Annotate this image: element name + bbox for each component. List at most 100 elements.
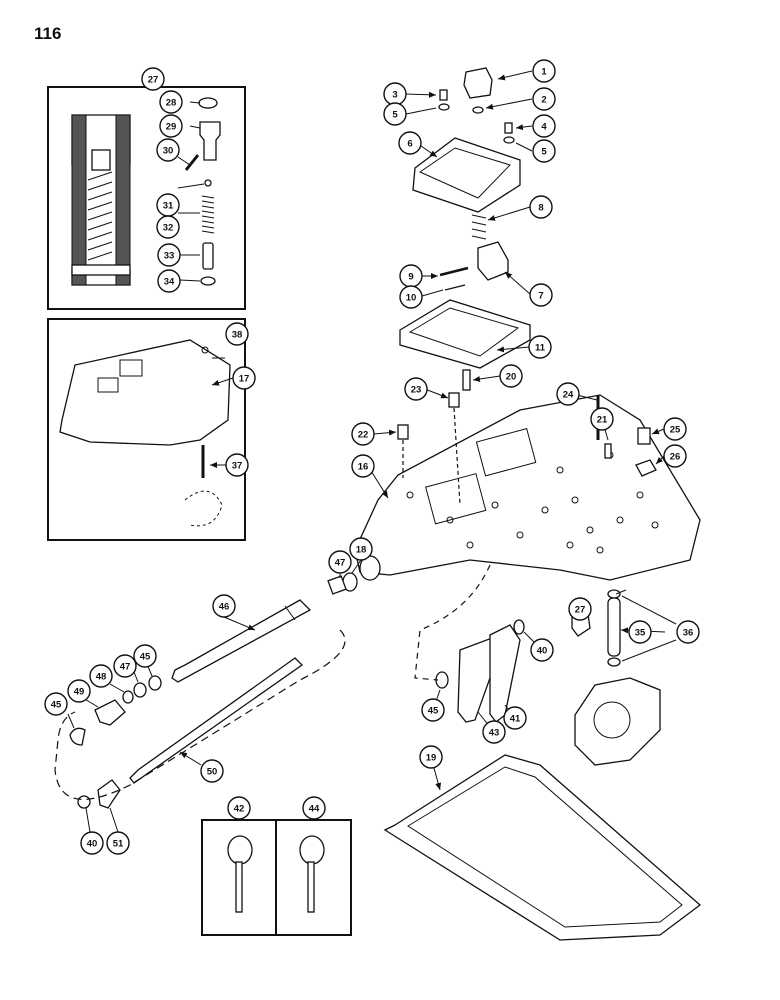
valve-cross-section: [71, 114, 131, 286]
callout-label: 38: [232, 330, 243, 341]
callout-30: 30: [156, 138, 180, 162]
callout-18: 18: [349, 537, 373, 561]
callout-10: 10: [399, 285, 423, 309]
callout-50: 50: [200, 759, 224, 783]
callout-label: 30: [163, 146, 174, 157]
top-valve-assembly: [399, 67, 531, 369]
callout-24: 24: [556, 382, 580, 406]
callout-48: 48: [89, 664, 113, 688]
gasket: [383, 754, 702, 941]
callout-45: 45: [44, 692, 68, 716]
callout-44: 44: [302, 796, 326, 820]
callout-label: 48: [96, 672, 107, 683]
callout-label: 24: [563, 390, 574, 401]
callout-label: 4: [541, 122, 547, 133]
callout-label: 47: [335, 558, 346, 569]
page-number: 116: [34, 24, 62, 43]
callout-label: 7: [538, 291, 543, 302]
callout-label: 23: [411, 385, 422, 396]
callout-label: 32: [163, 223, 174, 234]
callout-42: 42: [227, 796, 251, 820]
callout-16: 16: [351, 454, 375, 478]
callout-1: 1: [532, 59, 556, 83]
callout-47: 47: [328, 550, 352, 574]
callout-28: 28: [159, 90, 183, 114]
callout-label: 47: [120, 662, 131, 673]
callout-label: 8: [538, 203, 543, 214]
callout-45: 45: [133, 644, 157, 668]
callout-21: 21: [590, 407, 614, 431]
callout-49: 49: [67, 679, 91, 703]
alternate-plate: [59, 339, 231, 527]
callout-17: 17: [232, 366, 256, 390]
callout-45: 45: [421, 698, 445, 722]
callout-9: 9: [399, 264, 423, 288]
callout-label: 27: [148, 75, 159, 86]
callout-label: 46: [219, 602, 230, 613]
callout-40: 40: [80, 831, 104, 855]
callout-46: 46: [212, 594, 236, 618]
callout-label: 6: [407, 139, 412, 150]
callout-label: 20: [506, 372, 517, 383]
callout-32: 32: [156, 215, 180, 239]
callout-label: 26: [670, 452, 681, 463]
callout-26: 26: [663, 444, 687, 468]
callout-label: 29: [166, 122, 177, 133]
callout-label: 1: [541, 67, 547, 78]
callout-label: 18: [356, 545, 367, 556]
lever-assembly: [414, 564, 661, 766]
callout-31: 31: [156, 193, 180, 217]
main-housing: [354, 394, 701, 581]
callout-8: 8: [529, 195, 553, 219]
callout-29: 29: [159, 114, 183, 138]
callout-label: 37: [232, 461, 243, 472]
shafts-and-levers: [54, 572, 358, 809]
callout-label: 50: [207, 767, 218, 778]
alternate-plate-inset: [47, 318, 246, 541]
callout-label: 45: [428, 706, 439, 717]
callout-20: 20: [499, 364, 523, 388]
callout-11: 11: [528, 335, 552, 359]
callout-19: 19: [419, 745, 443, 769]
callout-label: 16: [358, 462, 369, 473]
callout-2: 2: [532, 87, 556, 111]
callout-35: 35: [628, 620, 652, 644]
callout-label: 3: [392, 90, 397, 101]
callout-label: 41: [510, 714, 521, 725]
callout-label: 5: [541, 147, 547, 158]
callout-label: 51: [113, 839, 124, 850]
callout-label: 36: [683, 628, 694, 639]
option-boxes: [201, 819, 352, 936]
callout-27: 27: [568, 597, 592, 621]
callout-label: 43: [489, 728, 500, 739]
callout-34: 34: [157, 269, 181, 293]
callout-label: 17: [239, 374, 250, 385]
callout-label: 40: [537, 646, 548, 657]
callout-51: 51: [106, 831, 130, 855]
callout-label: 11: [535, 343, 546, 354]
callout-label: 31: [163, 201, 174, 212]
callout-40: 40: [530, 638, 554, 662]
callout-label: 44: [309, 804, 320, 815]
callout-label: 25: [670, 425, 681, 436]
callout-7: 7: [529, 283, 553, 307]
callout-label: 5: [392, 110, 398, 121]
callout-label: 40: [87, 839, 98, 850]
callout-3: 3: [383, 82, 407, 106]
callout-label: 22: [358, 430, 369, 441]
callout-label: 2: [541, 95, 546, 106]
callout-27: 27: [141, 67, 165, 91]
callout-label: 33: [164, 251, 175, 262]
callout-6: 6: [398, 131, 422, 155]
callout-label: 45: [51, 700, 62, 711]
callout-23: 23: [404, 377, 428, 401]
callout-label: 34: [164, 277, 175, 288]
callout-33: 33: [157, 243, 181, 267]
callout-4: 4: [532, 114, 556, 138]
callout-41: 41: [503, 706, 527, 730]
callout-5: 5: [383, 102, 407, 126]
callout-label: 9: [408, 272, 413, 283]
callout-label: 28: [166, 98, 177, 109]
callout-label: 27: [575, 605, 586, 616]
callout-label: 49: [74, 687, 85, 698]
